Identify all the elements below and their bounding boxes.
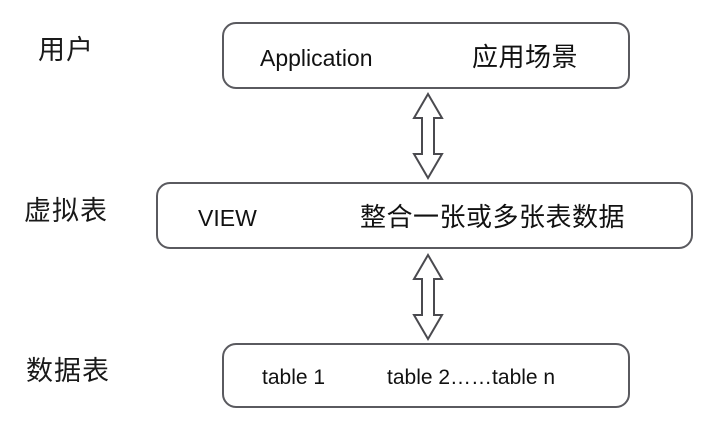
double-headed-arrow-upper-icon	[411, 92, 445, 180]
row-label-virtual-table: 虚拟表	[24, 196, 108, 227]
view-label: VIEW	[198, 205, 257, 231]
view-description-label: 整合一张或多张表数据	[360, 203, 626, 233]
application-scenario-label: 应用场景	[472, 43, 579, 73]
table-one-label: table 1	[262, 366, 326, 389]
view-layer-box: VIEW 整合一张或多张表数据	[156, 182, 693, 249]
row-label-user: 用户	[38, 35, 94, 66]
row-label-data-table: 数据表	[26, 356, 110, 387]
application-layer-box: Application 应用场景	[222, 22, 630, 89]
data-table-layer-box: table 1 table 2……table n	[222, 343, 630, 408]
double-headed-arrow-lower-icon	[411, 253, 445, 341]
table-range-label: table 2……table n	[387, 366, 556, 389]
application-label: Application	[260, 45, 373, 71]
